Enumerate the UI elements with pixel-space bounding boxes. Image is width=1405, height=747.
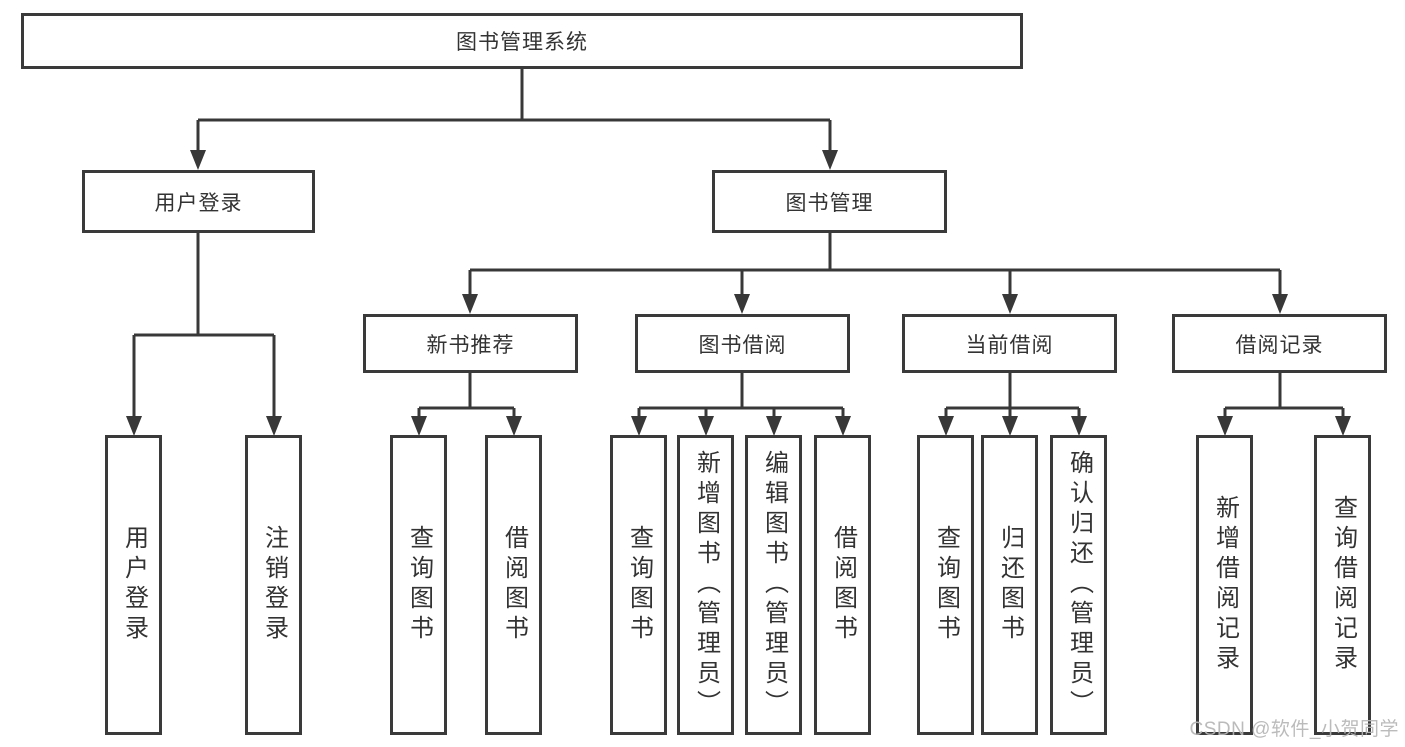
node-book-management: 图书管理: [712, 170, 947, 233]
leaf-return-book: 归还图书: [981, 435, 1038, 735]
node-current-borrow: 当前借阅: [902, 314, 1117, 373]
leaf-query-book-3-label: 查询图书: [932, 525, 960, 645]
leaf-add-book-admin-label: 新增图书（管理员）: [692, 450, 720, 720]
leaf-confirm-return-admin: 确认归还（管理员）: [1050, 435, 1107, 735]
leaf-query-book-1-label: 查询图书: [405, 525, 433, 645]
node-book-borrow: 图书借阅: [635, 314, 850, 373]
leaf-logout: 注销登录: [245, 435, 302, 735]
node-borrow-record: 借阅记录: [1172, 314, 1387, 373]
node-borrow-record-label: 借阅记录: [1235, 333, 1324, 357]
leaf-query-book-3: 查询图书: [917, 435, 974, 735]
csdn-watermark: CSDN @软件_小贺同学: [1189, 719, 1399, 740]
leaf-add-borrow-record-label: 新增借阅记录: [1211, 495, 1239, 675]
node-book-management-label: 图书管理: [785, 191, 874, 215]
leaf-add-borrow-record: 新增借阅记录: [1196, 435, 1253, 735]
leaf-user-login: 用户登录: [105, 435, 162, 735]
leaf-logout-label: 注销登录: [260, 525, 288, 645]
node-new-book-recommend: 新书推荐: [363, 314, 578, 373]
node-library-system-label: 图书管理系统: [456, 31, 588, 54]
leaf-add-book-admin: 新增图书（管理员）: [677, 435, 734, 735]
leaf-edit-book-admin: 编辑图书（管理员）: [745, 435, 802, 735]
leaf-borrow-book-1: 借阅图书: [485, 435, 542, 735]
leaf-edit-book-admin-label: 编辑图书（管理员）: [760, 450, 788, 720]
leaf-query-book-2-label: 查询图书: [625, 525, 653, 645]
leaf-query-book-1: 查询图书: [390, 435, 447, 735]
node-book-borrow-label: 图书借阅: [698, 333, 787, 357]
node-current-borrow-label: 当前借阅: [965, 333, 1054, 357]
leaf-borrow-book-2-label: 借阅图书: [829, 525, 857, 645]
leaf-query-book-2: 查询图书: [610, 435, 667, 735]
leaf-user-login-label: 用户登录: [120, 525, 148, 645]
leaf-query-borrow-record-label: 查询借阅记录: [1329, 495, 1357, 675]
node-new-book-recommend-label: 新书推荐: [426, 333, 515, 357]
leaf-borrow-book-2: 借阅图书: [814, 435, 871, 735]
leaf-confirm-return-admin-label: 确认归还（管理员）: [1065, 450, 1093, 720]
node-library-system: 图书管理系统: [21, 13, 1023, 69]
node-user-login: 用户登录: [82, 170, 315, 233]
leaf-borrow-book-1-label: 借阅图书: [500, 525, 528, 645]
leaf-query-borrow-record: 查询借阅记录: [1314, 435, 1371, 735]
node-user-login-label: 用户登录: [154, 191, 243, 215]
leaf-return-book-label: 归还图书: [996, 525, 1024, 645]
